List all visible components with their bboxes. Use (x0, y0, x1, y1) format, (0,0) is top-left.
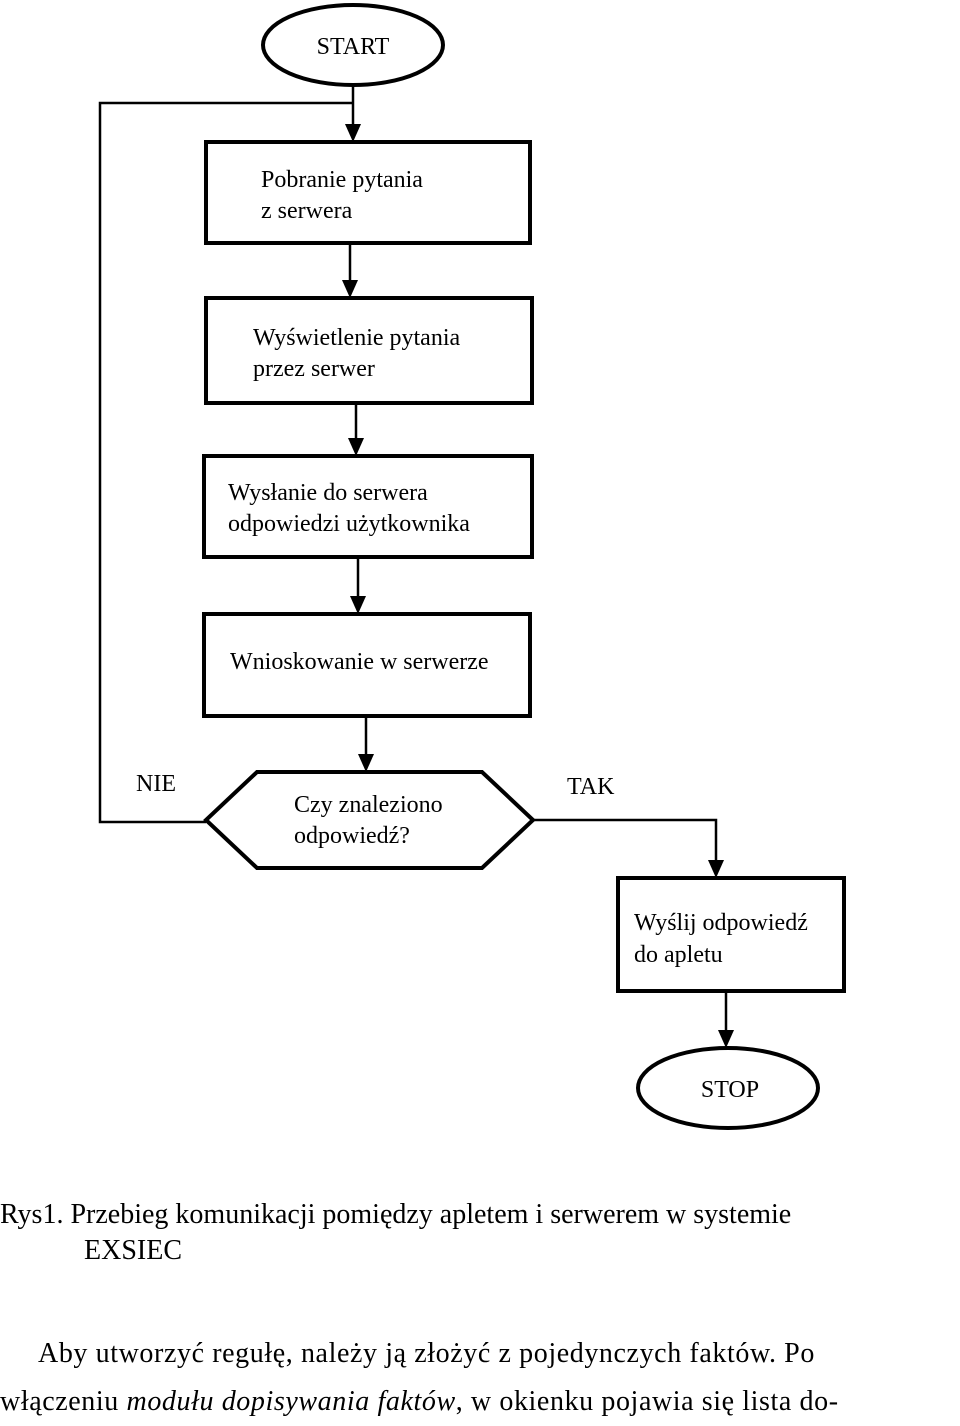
yes-label: TAK (567, 774, 615, 800)
step-send-to-applet: Wyślij odpowiedź do apletu (616, 876, 846, 993)
decision-line2: odpowiedź? (294, 823, 410, 849)
arrow-no-loop: NIE (98, 101, 353, 824)
arrow-step1-to-step2 (342, 243, 358, 298)
step-send-answer: Wysłanie do serwera odpowiedzi użytkowni… (202, 454, 534, 559)
paragraph-line2-start: włączeniu (0, 1386, 127, 1417)
start-node: START (261, 3, 445, 87)
arrow-step2-to-step3 (348, 403, 364, 456)
step-fetch-question: Pobranie pytania z serwera (204, 140, 532, 245)
step-display-question: Wyświetlenie pytania przez serwer (204, 296, 534, 405)
step-inference: Wnioskowanie w serwerze (202, 612, 532, 718)
paragraph-line2-end: , w okienku pojawia się lista do- (455, 1386, 839, 1417)
paragraph-italic-phrase: modułu dopisywania faktów (126, 1386, 456, 1417)
step3-line1: Wysłanie do serwera (228, 480, 428, 506)
flowchart: START Pobranie pytania z serwera Wyświet… (98, 3, 846, 1130)
step1-line2: z serwera (261, 198, 353, 224)
arrow-step3-to-step4 (350, 557, 366, 614)
caption-line1: Rys1. Przebieg komunikacji pomiędzy aple… (0, 1199, 792, 1230)
start-label: START (317, 34, 390, 60)
decision-line1: Czy znaleziono (294, 792, 443, 818)
caption-line2: EXSIEC (84, 1235, 182, 1266)
step4-label: Wnioskowanie w serwerze (230, 649, 489, 675)
stop-node: STOP (636, 1046, 820, 1130)
no-label: NIE (136, 771, 176, 797)
body-paragraph: Aby utworzyć regułę, należy ją złożyć z … (0, 1330, 960, 1426)
step1-line1: Pobranie pytania (261, 167, 423, 193)
arrow-step5-to-stop (718, 991, 734, 1048)
decision-answer-found: Czy znaleziono odpowiedź? (203, 770, 536, 870)
arrow-yes-path: TAK (533, 774, 724, 878)
step2-line1: Wyświetlenie pytania (253, 325, 461, 351)
arrow-start-to-step1 (345, 85, 361, 142)
step5-line1: Wyślij odpowiedź (634, 910, 808, 936)
paragraph-line1: Aby utworzyć regułę, należy ją złożyć z … (38, 1338, 815, 1369)
arrow-step4-to-decision (358, 716, 374, 772)
step3-line2: odpowiedzi użytkownika (228, 511, 470, 537)
paragraph-line2: włączeniu modułu dopisywania faktów, w o… (0, 1378, 960, 1426)
step5-line2: do apletu (634, 942, 723, 968)
stop-label: STOP (701, 1077, 759, 1103)
step2-line2: przez serwer (253, 356, 375, 382)
figure-caption: Rys1. Przebieg komunikacji pomiędzy aple… (0, 1197, 960, 1269)
